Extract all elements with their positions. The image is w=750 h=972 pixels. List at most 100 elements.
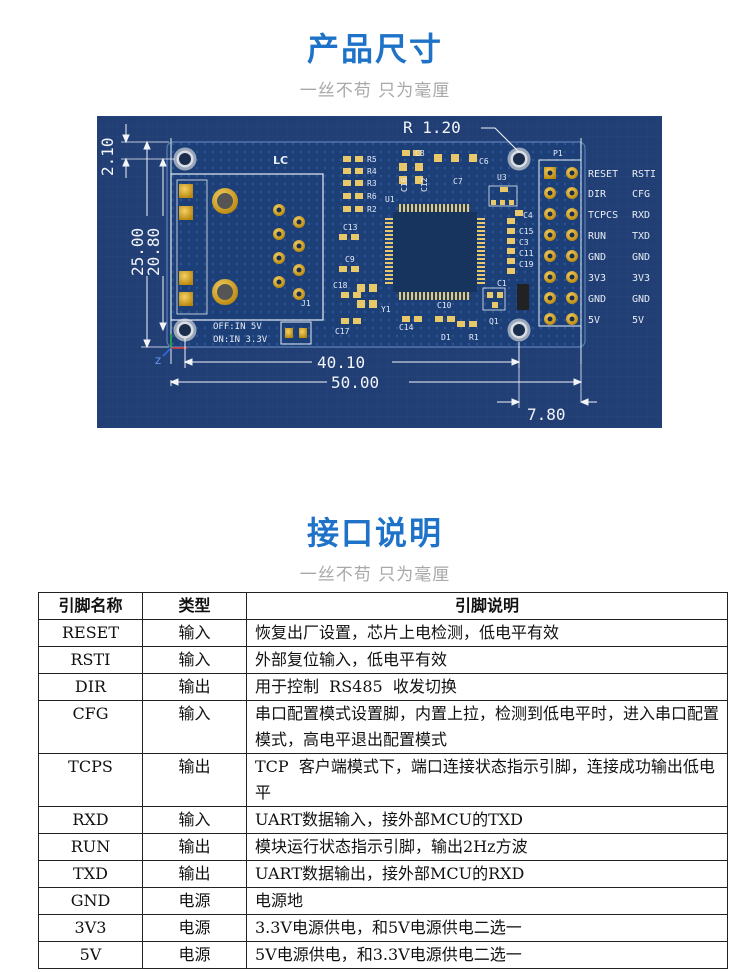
table-row: DIR 输出 用于控制 RS485 收发切换 [38,673,728,701]
pin-label-right-3: RXD [632,210,650,221]
pin-desc: 3.3V电源供电，和5V电源供电二选一 [246,914,728,942]
pin-desc: 外部复位输入，低电平有效 [246,646,728,674]
pin-label-right-1: RSTI [632,169,656,180]
table-row: GND 电源 电源地 [38,887,728,915]
pin-label-left-7: GND [588,294,606,305]
silk-c4: C4 [523,211,533,220]
silk-r5: R5 [367,155,377,164]
axis-indicator: Z [155,334,187,367]
silk-r3: R3 [367,179,377,188]
pin-label-left-6: 3V3 [588,273,606,284]
pin-label-right-6: 3V3 [632,273,650,284]
pin-type: 输入 [142,646,247,674]
table-row: 5V 电源 5V电源供电，和3.3V电源供电二选一 [38,941,728,969]
pin-name: 3V3 [38,914,143,942]
dimensions-title: 产品尺寸 [306,30,443,68]
silk-r4: R4 [367,167,377,176]
table-row: TCPS 输出 TCP 客户端模式下，端口连接状态指示引脚，连接成功输出低电平 [38,753,728,807]
pin-name: TXD [38,860,143,888]
pin-type: 电源 [142,887,247,915]
pin-name: RXD [38,806,143,834]
pin-type: 电源 [142,941,247,969]
dimensions-subtitle: 一丝不苟 只为毫厘 [299,81,451,101]
pin-label-right-2: CFG [632,189,650,200]
silk-p1: P1 [553,149,563,158]
silk-c13: C13 [343,223,358,232]
silk-y1: Y1 [381,305,391,314]
table-row: RESET 输入 恢复出厂设置，芯片上电检测，低电平有效 [38,619,728,647]
dim-radius: R 1.20 [403,118,461,137]
pin-name: GND [38,887,143,915]
pin-desc: UART数据输入，接外部MCU的TXD [246,806,728,834]
silk-c9: C9 [345,255,355,264]
interface-subtitle: 一丝不苟 只为毫厘 [299,565,451,585]
pin-desc: UART数据输出，接外部MCU的RXD [246,860,728,888]
pin-name: TCPS [38,753,143,807]
pin-desc: 5V电源供电，和3.3V电源供电二选一 [246,941,728,969]
silk-j1: J1 [301,299,311,308]
silk-q1: Q1 [489,317,499,326]
pin-name: CFG [38,700,143,754]
dim-h-top: 2.10 [98,137,117,176]
silk-lc: LC [273,154,288,167]
silk-power-note-1: OFF:IN 5V [213,322,262,332]
silk-c11: C11 [519,249,534,258]
crystal-y1 [357,284,377,308]
silk-c8: C8 [415,149,425,158]
silk-r6: R6 [367,192,377,201]
silk-c14: C14 [399,323,414,332]
pin-label-right-5: GND [632,252,650,263]
pin-label-right-7: GND [632,294,650,305]
silk-c15: C15 [519,227,534,236]
pin-name: 5V [38,941,143,969]
silk-u1: U1 [385,195,395,204]
pin-desc: 恢复出厂设置，芯片上电检测，低电平有效 [246,619,728,647]
silk-c16: C16 [400,177,409,192]
table-row: TXD 输出 UART数据输出，接外部MCU的RXD [38,860,728,888]
interface-title: 接口说明 [306,514,443,552]
silk-c17: C17 [335,327,350,336]
resistor-array [343,156,363,212]
chip-u3 [488,185,518,207]
silk-c19: C19 [519,260,534,269]
header-description: 引脚说明 [246,592,728,620]
dim-w-40: 40.10 [317,353,365,372]
silk-d1: D1 [441,333,451,342]
pin-desc: 用于控制 RS485 收发切换 [246,673,728,701]
capacitor-pads [339,150,523,327]
pin-label-left-2: DIR [588,189,607,200]
silk-r1: R1 [469,333,479,342]
header-pin-name: 引脚名称 [38,592,143,620]
silk-c3: C3 [519,238,529,247]
jumper-block [280,321,312,345]
axis-z-label: Z [155,357,161,367]
table-row: RUN 输出 模块运行状态指示引脚，输出2Hz方波 [38,833,728,861]
dim-h-20: 20.80 [144,228,163,276]
silk-c18: C18 [333,281,348,290]
pin-type: 输出 [142,860,247,888]
pin-label-left-3: TCPCS [588,210,618,221]
pin-type: 输出 [142,833,247,861]
pin-label-right-4: TXD [632,231,650,242]
silk-u3: U3 [497,173,507,182]
pin-type: 电源 [142,914,247,942]
pin-label-left-5: GND [588,252,606,263]
silk-c1: C1 [497,279,507,288]
table-row: 3V3 电源 3.3V电源供电，和5V电源供电二选一 [38,914,728,942]
pin-header-p1 [538,159,582,327]
main-chip-u1 [385,204,485,300]
pin-type: 输出 [142,753,247,807]
pin-type: 输出 [142,673,247,701]
pin-label-left-1: RESET [588,169,618,180]
silk-c7: C7 [453,177,463,186]
table-row: RSTI 输入 外部复位输入，低电平有效 [38,646,728,674]
pin-name: RSTI [38,646,143,674]
dim-h-25: 25.00 [128,228,147,276]
pin-name: DIR [38,673,143,701]
silk-c6: C6 [479,157,489,166]
table-row: RXD 输入 UART数据输入，接外部MCU的TXD [38,806,728,834]
mounting-holes [173,147,531,342]
pin-type: 输入 [142,700,247,754]
dim-w-50: 50.00 [331,373,379,392]
pin-name: RUN [38,833,143,861]
